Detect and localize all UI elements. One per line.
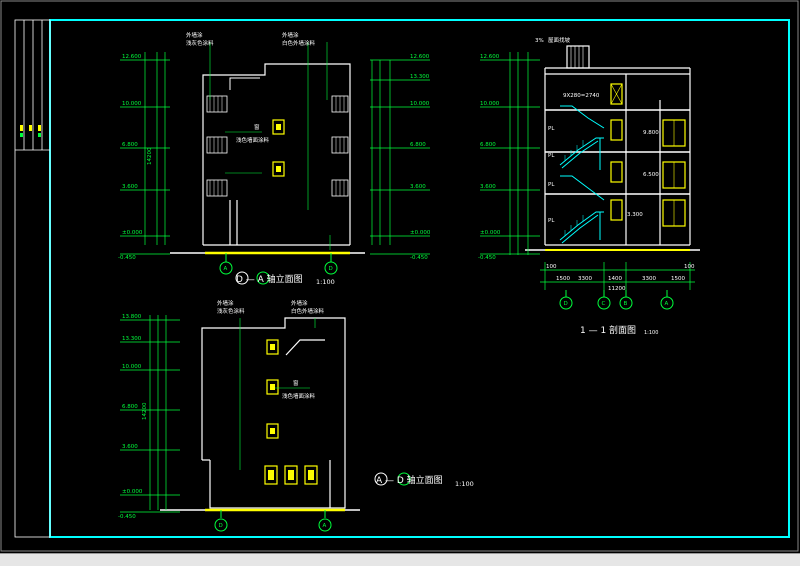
axis-label-a-left: A	[224, 266, 228, 272]
drawing-c-scale: 1:100	[455, 480, 474, 488]
drawing-c-label-1: 外墙涂	[217, 299, 234, 307]
title-strip	[14, 19, 51, 538]
elev-c-5: 3.600	[122, 444, 138, 450]
elevation-drawing-c	[120, 315, 411, 532]
axis-b-1: D	[564, 301, 568, 307]
elev-a-r1: 12.600	[410, 54, 430, 60]
elev-a-l6: -0.450	[118, 255, 136, 261]
section-drawing-b	[480, 45, 700, 310]
elevation-a-texts: A D D — A 轴立面图 1:100 外墙涂 浅灰色涂料 外墙涂 白色外墙涂…	[118, 31, 431, 286]
elev-b-3: 6.800	[480, 142, 496, 148]
axis-b-3: B	[624, 301, 628, 307]
total-a-left: 14200	[147, 147, 153, 165]
drawing-c-label-4: 白色外墙涂料	[291, 307, 325, 315]
elev-a-l5: ±0.000	[122, 230, 143, 236]
stair-pl-3: PL	[548, 182, 555, 188]
status-bar	[0, 553, 800, 566]
drawing-a-label-2: 浅灰色涂料	[186, 39, 214, 47]
elevation-c-texts: D A A — D 轴立面图 1:100 外墙涂 浅灰色涂料 外墙涂 白色外墙涂…	[118, 299, 474, 529]
elev-a-l2: 10.000	[122, 101, 142, 107]
section-b-texts: 3% 屋面找坡 9X280=2740 9.800 6.500 3.300 PL …	[478, 36, 695, 336]
elevation-drawing-a	[120, 42, 430, 285]
axis-label-c-left: D	[219, 523, 223, 529]
elev-a-l3: 6.800	[122, 142, 138, 148]
elev-c-3: 10.000	[122, 364, 142, 370]
bottom-total: 11200	[608, 286, 626, 292]
drawing-a-window-label: 窗	[254, 123, 260, 131]
bottom-dim-6: 1500	[671, 276, 685, 282]
elev-c-4: 6.800	[122, 404, 138, 410]
elev-c-2: 13.300	[122, 336, 142, 342]
bottom-dim-1: 100	[546, 264, 557, 270]
bottom-dim-4: 1400	[608, 276, 622, 282]
stair-pl-2: PL	[548, 153, 555, 159]
elev-a-l1: 12.600	[122, 54, 142, 60]
title-strip-marks	[20, 125, 41, 137]
bottom-dim-3: 3300	[578, 276, 592, 282]
level-3: 3.300	[627, 212, 643, 218]
elev-c-1: 13.800	[122, 314, 142, 320]
elev-a-r3: 10.000	[410, 101, 430, 107]
drawing-c-window-label: 窗	[293, 379, 299, 387]
level-1: 9.800	[643, 130, 659, 136]
stair-note: 9X280=2740	[563, 93, 600, 99]
drawing-a-scale: 1:100	[316, 278, 335, 286]
bottom-dim-7: 100	[684, 264, 695, 270]
drawing-c-label-3: 外墙涂	[291, 299, 308, 307]
stair-pl-4: PL	[548, 218, 555, 224]
drawing-a-label-3: 外墙涂	[282, 31, 299, 39]
drawing-a-label-1: 外墙涂	[186, 31, 203, 39]
bottom-dim-2: 1500	[556, 276, 570, 282]
drawing-c-label-2: 浅灰色涂料	[217, 307, 245, 315]
total-c-left: 14200	[142, 402, 148, 420]
stair-pl-1: PL	[548, 126, 555, 132]
elev-a-l4: 3.600	[122, 184, 138, 190]
level-2: 6.500	[643, 172, 659, 178]
elev-a-r6: ±0.000	[410, 230, 431, 236]
axis-label-c-right: A	[323, 523, 327, 529]
drawing-b-scale: 1:100	[644, 330, 658, 336]
bottom-dim-5: 3300	[642, 276, 656, 282]
elev-b-1: 12.600	[480, 54, 500, 60]
elev-a-r7: -0.450	[410, 255, 428, 261]
drawing-b-title: 1 — 1 剖面图	[580, 324, 636, 336]
axis-b-2: C	[602, 301, 606, 307]
elev-c-7: -0.450	[118, 514, 136, 520]
roof-label2: 屋面找坡	[548, 36, 571, 44]
elev-b-5: ±0.000	[480, 230, 501, 236]
elev-c-6: ±0.000	[122, 489, 143, 495]
elev-b-6: -0.450	[478, 255, 496, 261]
elev-a-r2: 13.300	[410, 74, 430, 80]
elev-b-2: 10.000	[480, 101, 500, 107]
drawing-a-title: D — A 轴立面图	[236, 273, 303, 285]
axis-label-a-right: D	[329, 266, 333, 272]
drawing-a-window-label2: 浅色墙面涂料	[236, 136, 270, 144]
sheet-border	[0, 0, 799, 552]
elev-b-4: 3.600	[480, 184, 496, 190]
drawing-c-title: A — D 轴立面图	[376, 474, 443, 486]
elev-a-r5: 3.600	[410, 184, 426, 190]
drawing-c-window-label2: 浅色墙面涂料	[282, 392, 316, 400]
roof-label: 3%	[535, 38, 544, 44]
axis-b-4: A	[665, 301, 669, 307]
drawing-a-label-4: 白色外墙涂料	[282, 39, 316, 47]
elev-a-r4: 6.800	[410, 142, 426, 148]
